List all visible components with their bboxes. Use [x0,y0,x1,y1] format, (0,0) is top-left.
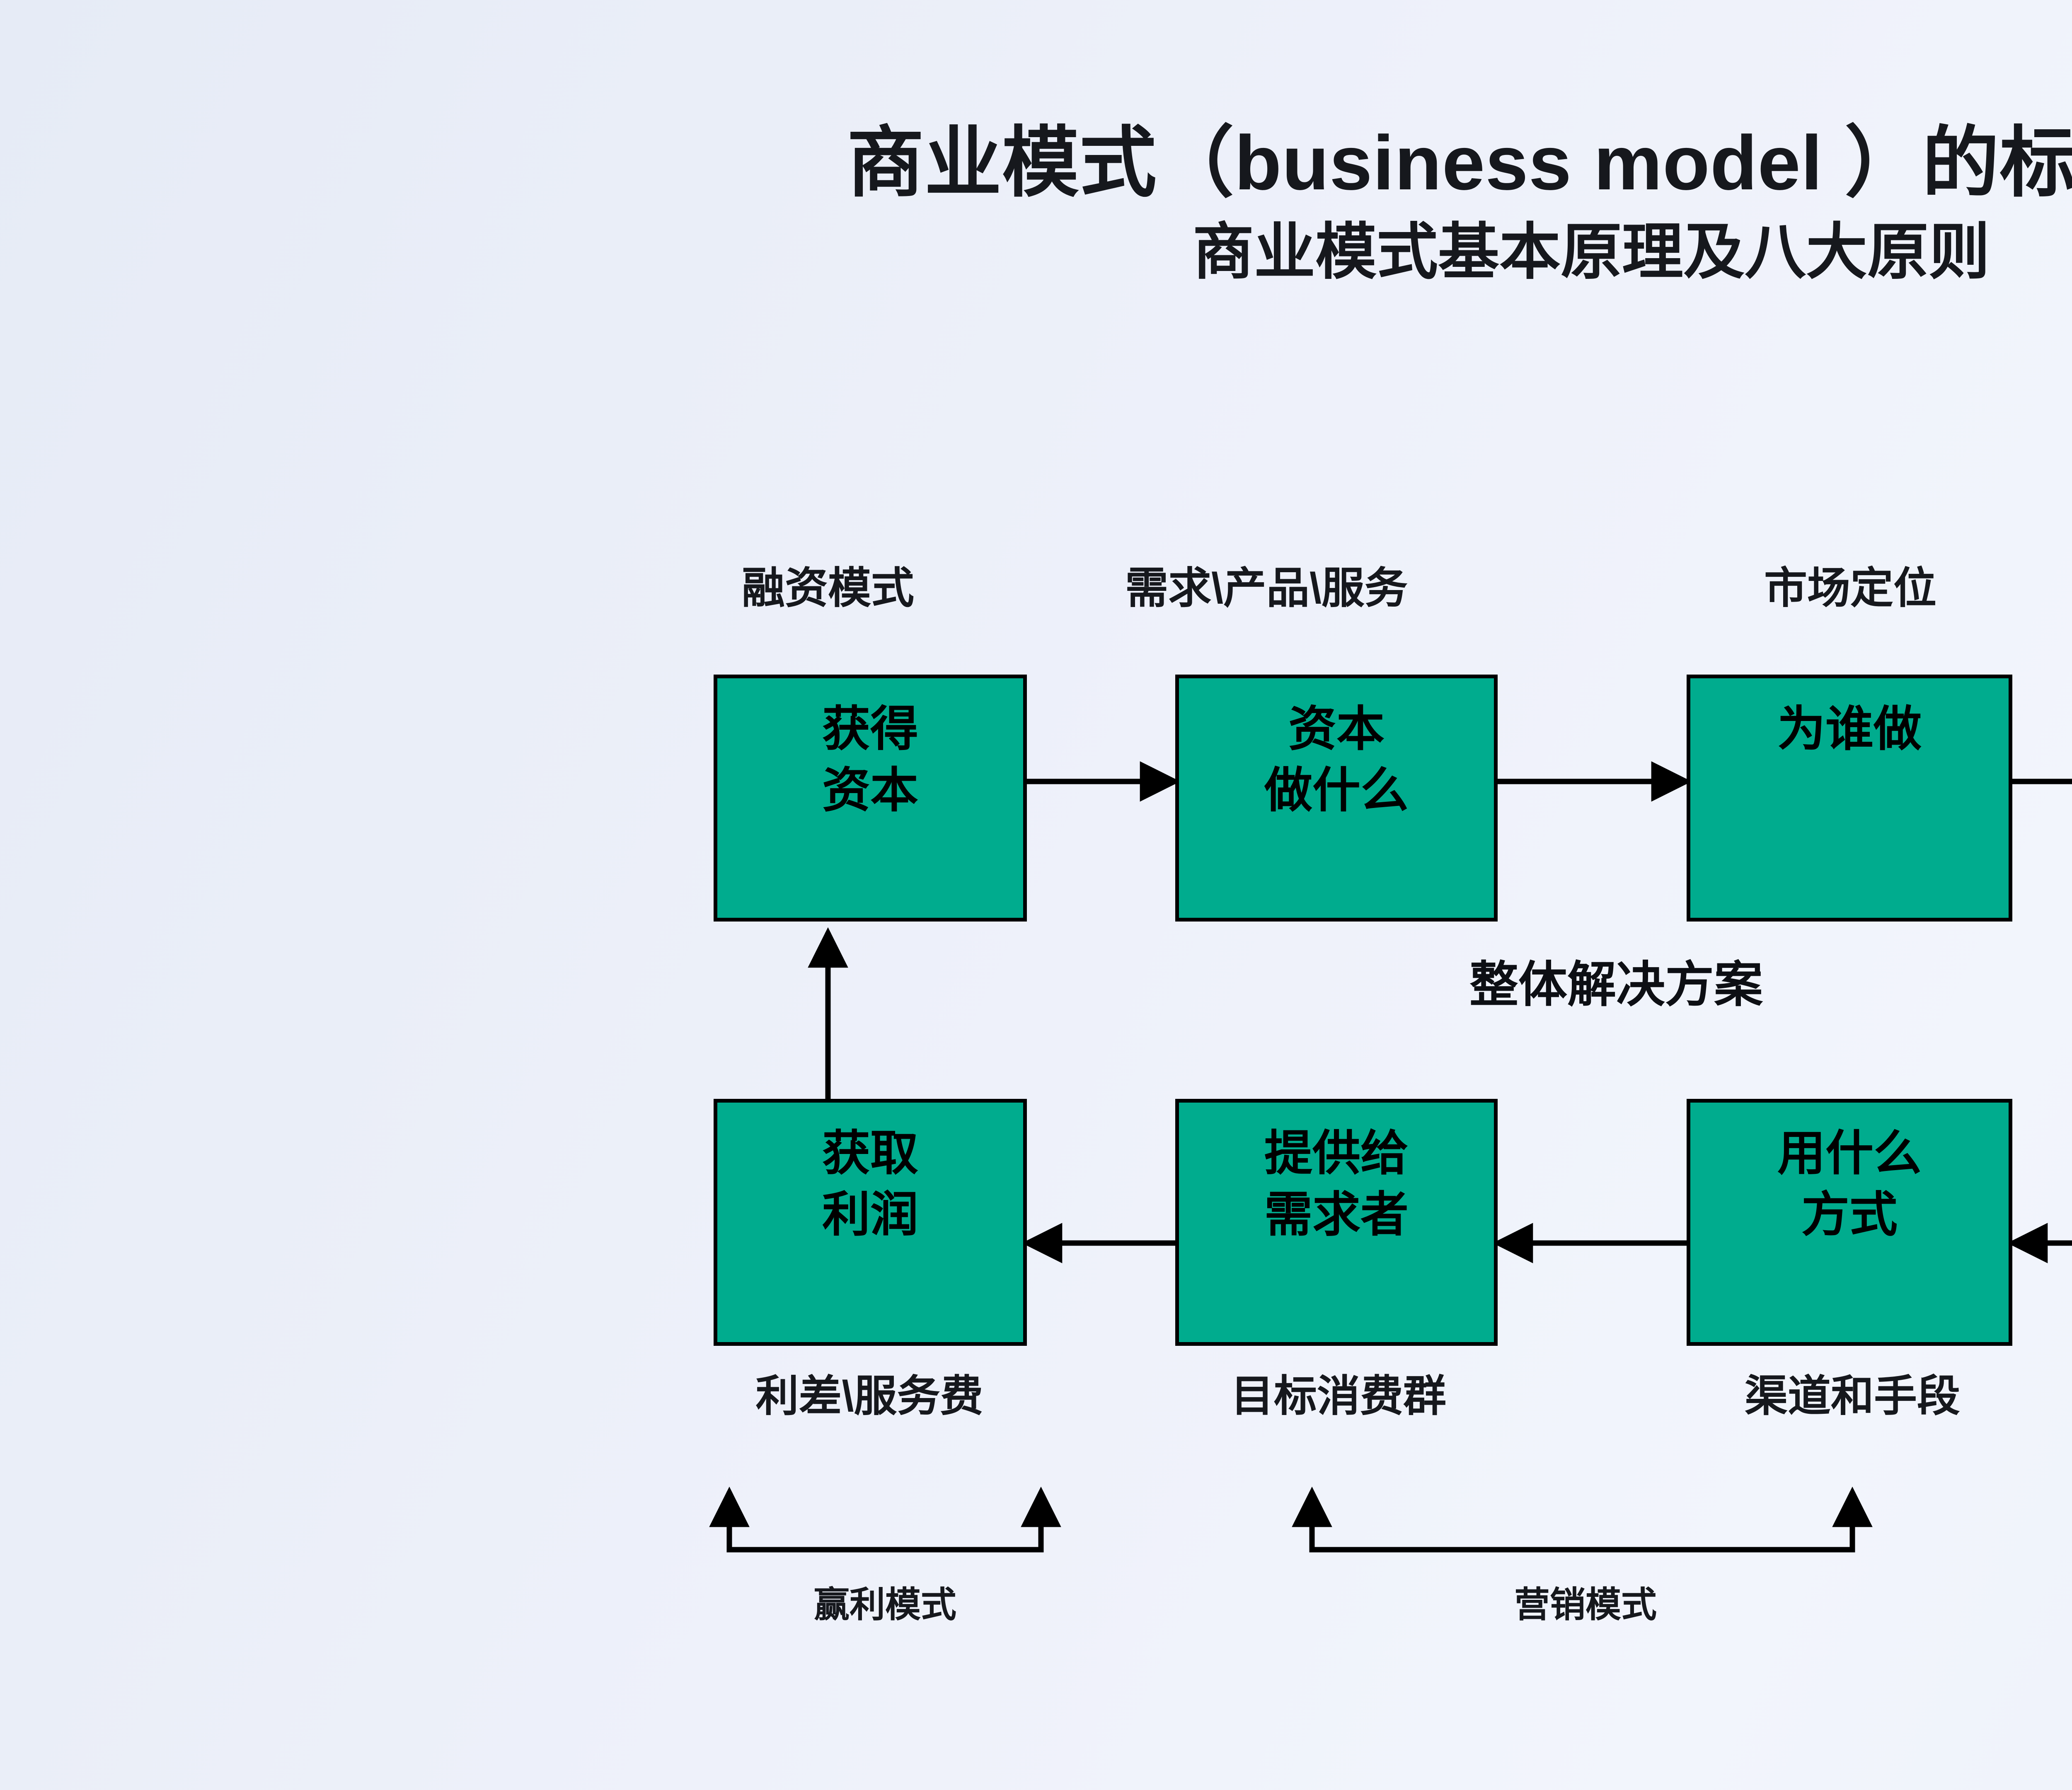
node-provide-to-demander[interactable]: 提供给 需求者 [1175,1099,1498,1346]
bracket-profit-model [709,1486,1061,1553]
title-line-secondary: 商业模式基本原理及八大原则 [1193,218,1990,287]
caption-financing-mode: 融资模式 [741,564,914,612]
node-capital-does-what-line-2: 做什么 [1264,763,1409,818]
node-for-whom-line-1: 为谁做 [1777,702,1922,756]
node-by-what-means[interactable]: 用什么 方式 [1687,1099,2012,1346]
node-obtain-capital[interactable]: 获得 资本 [714,675,1027,922]
label-profit-model: 赢利模式 [814,1585,956,1625]
node-obtain-profit-line-2: 利润 [822,1188,918,1242]
page-title: 商业模式（business model ）的标准流程: 商业模式基本原理及八大原… [0,120,2072,289]
node-obtain-capital-line-1: 获得 [822,702,918,756]
node-for-whom[interactable]: 为谁做 [1687,675,2012,922]
node-obtain-profit[interactable]: 获取 利润 [714,1099,1027,1346]
node-obtain-profit-line-1: 获取 [822,1126,918,1180]
node-by-what-means-line-1: 用什么 [1777,1126,1922,1180]
node-capital-does-what[interactable]: 资本 做什么 [1175,675,1498,922]
title-line-primary: 商业模式（business model ）的标准流程: [847,120,2072,206]
node-capital-does-what-line-1: 资本 [1288,702,1385,756]
node-provide-to-demander-line-1: 提供给 [1264,1126,1409,1180]
caption-channels-and-means: 渠道和手段 [1744,1372,1960,1420]
node-by-what-means-line-2: 方式 [1801,1188,1898,1242]
caption-market-positioning: 市场定位 [1764,564,1936,612]
node-provide-to-demander-line-2: 需求者 [1264,1188,1409,1242]
label-marketing-model: 营销模式 [1514,1585,1657,1625]
caption-demand-product-service: 需求\产品\服务 [1125,564,1408,612]
caption-margin-service-fee: 利差\服务费 [755,1372,983,1420]
label-overall-solution: 整体解决方案 [1469,958,1763,1012]
caption-target-consumer-group: 目标消费群 [1230,1372,1446,1420]
node-obtain-capital-line-2: 资本 [822,763,918,818]
bracket-marketing-model [1292,1486,1873,1553]
